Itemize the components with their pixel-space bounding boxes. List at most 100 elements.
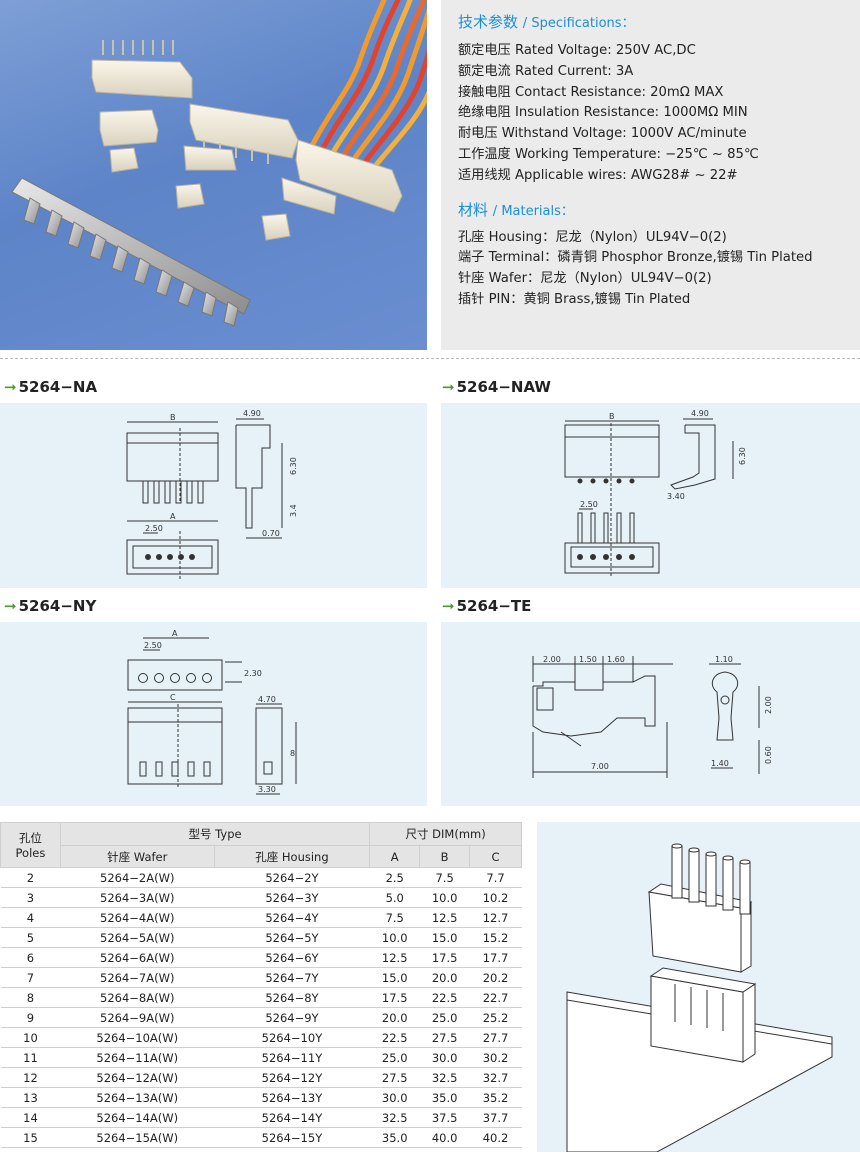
dim-label-1-60: 1.60 <box>607 655 625 664</box>
table-cell-a: 12.5 <box>369 947 420 968</box>
wafer-3pin <box>183 145 237 171</box>
specifications-heading: 技术参数 / Specifications： <box>458 13 635 31</box>
drawing-title-na: ➞5264−NA <box>4 378 98 396</box>
drawing-panel-na: B A 2.50 4.90 6.30 3.4 0.70 <box>0 403 427 588</box>
table-cell-b: 17.5 <box>419 947 470 968</box>
dim-label-b: B <box>609 412 615 421</box>
table-cell-housing: 5264−14Y <box>214 1107 370 1128</box>
spec-line: 额定电压 Rated Voltage: 250V AC,DC <box>458 43 696 58</box>
table-cell-wafer: 5264−10A(W) <box>60 1027 215 1048</box>
table-cell-c: 37.7 <box>469 1107 522 1128</box>
table-cell-a: 10.0 <box>369 927 420 948</box>
dim-label-6-30: 6.30 <box>289 457 298 475</box>
drawing-panel-ny: A 2.50 2.30 C 4.70 8 3.30 <box>0 622 427 806</box>
wire-harness <box>295 0 443 213</box>
table-cell-a: 17.5 <box>369 987 420 1008</box>
table-cell-wafer: 5264−8A(W) <box>60 987 215 1008</box>
c-header: C <box>469 845 522 868</box>
spec-line: 绝缘电阻 Insulation Resistance: 1000MΩ MIN <box>458 105 748 121</box>
spec-line: 适用线规 Applicable wires: AWG28# ~ 22# <box>458 167 738 183</box>
dim-label-3-30: 3.30 <box>258 785 276 794</box>
table-cell-housing: 5264−3Y <box>214 887 370 908</box>
table-cell-poles: 13 <box>0 1087 61 1108</box>
table-cell-a: 22.5 <box>369 1027 420 1048</box>
table-cell-c: 15.2 <box>469 927 522 948</box>
table-cell-a: 2.5 <box>369 867 420 888</box>
table-cell-a: 35.0 <box>369 1127 420 1148</box>
table-cell-wafer: 5264−6A(W) <box>60 947 215 968</box>
housing-4pin <box>281 177 337 215</box>
housing-2pin-small <box>261 213 291 241</box>
a-header: A <box>369 845 421 868</box>
table-cell-poles: 8 <box>0 987 61 1008</box>
table-cell-b: 15.0 <box>419 927 470 948</box>
table-cell-poles: 11 <box>0 1047 61 1068</box>
table-cell-b: 27.5 <box>419 1027 470 1048</box>
specifications-panel: 技术参数 / Specifications： 额定电压 Rated Voltag… <box>441 0 860 350</box>
dim-label-a: A <box>170 512 176 521</box>
drawing-panel-naw: B 2.50 4.90 6.30 3.40 <box>441 403 860 588</box>
table-cell-poles: 12 <box>0 1067 61 1088</box>
table-cell-c: 7.7 <box>469 867 522 888</box>
table-cell-a: 15.0 <box>369 967 420 988</box>
wafer-2pin <box>109 147 139 173</box>
arrow-icon: ➞ <box>442 378 455 396</box>
dim-label-2-00: 2.00 <box>543 655 561 664</box>
specifications-heading-en: Specifications <box>531 16 622 31</box>
dim-label-6-30: 6.30 <box>738 447 747 465</box>
table-cell-wafer: 5264−15A(W) <box>60 1127 215 1148</box>
section-divider <box>0 358 860 359</box>
material-line: 插针 PIN：黄铜 Brass,镀锡 Tin Plated <box>458 291 691 307</box>
table-cell-wafer: 5264−4A(W) <box>60 907 215 928</box>
table-cell-a: 30.0 <box>369 1087 420 1108</box>
terminal-strip <box>11 177 251 327</box>
dim-label-1-40: 1.40 <box>711 759 729 768</box>
table-cell-c: 32.7 <box>469 1067 522 1088</box>
dim-label-pitch: 2.50 <box>580 500 598 509</box>
specifications-heading-cn: 技术参数 <box>458 13 519 31</box>
table-cell-housing: 5264−2Y <box>214 867 370 888</box>
table-cell-poles: 15 <box>0 1127 61 1148</box>
table-cell-housing: 5264−13Y <box>214 1087 370 1108</box>
dim-label-4-90: 4.90 <box>243 409 261 418</box>
dim-label-a: A <box>172 629 178 638</box>
table-cell-c: 17.7 <box>469 947 522 968</box>
table-cell-wafer: 5264−13A(W) <box>60 1087 215 1108</box>
table-cell-c: 25.2 <box>469 1007 522 1028</box>
dim-label-0-70: 0.70 <box>262 529 280 538</box>
table-cell-b: 7.5 <box>419 867 470 888</box>
dim-label-4-90: 4.90 <box>691 409 709 418</box>
dim-label-3-40: 3.40 <box>667 492 685 501</box>
table-cell-c: 10.2 <box>469 887 522 908</box>
arrow-icon: ➞ <box>4 378 17 396</box>
b-header: B <box>419 845 471 868</box>
drawing-title-ny: ➞5264−NY <box>4 597 97 615</box>
dim-header: 尺寸 DIM(mm) <box>369 822 522 846</box>
table-cell-wafer: 5264−9A(W) <box>60 1007 215 1028</box>
table-cell-poles: 10 <box>0 1027 61 1048</box>
table-cell-housing: 5264−8Y <box>214 987 370 1008</box>
dim-label-2-30: 2.30 <box>244 669 262 678</box>
table-cell-wafer: 5264−7A(W) <box>60 967 215 988</box>
table-cell-b: 40.0 <box>419 1127 470 1148</box>
table-cell-poles: 7 <box>0 967 61 988</box>
product-photo <box>0 0 443 350</box>
dim-label-pitch: 2.50 <box>144 641 162 650</box>
material-line: 端子 Terminal：磷青铜 Phosphor Bronze,镀锡 Tin P… <box>458 250 813 266</box>
dim-label-8: 8 <box>290 749 295 758</box>
materials-heading-en: Materials <box>501 203 561 219</box>
wafer-9pin <box>91 40 193 99</box>
table-cell-housing: 5264−15Y <box>214 1127 370 1148</box>
dim-label-3-4: 3.4 <box>289 504 298 517</box>
